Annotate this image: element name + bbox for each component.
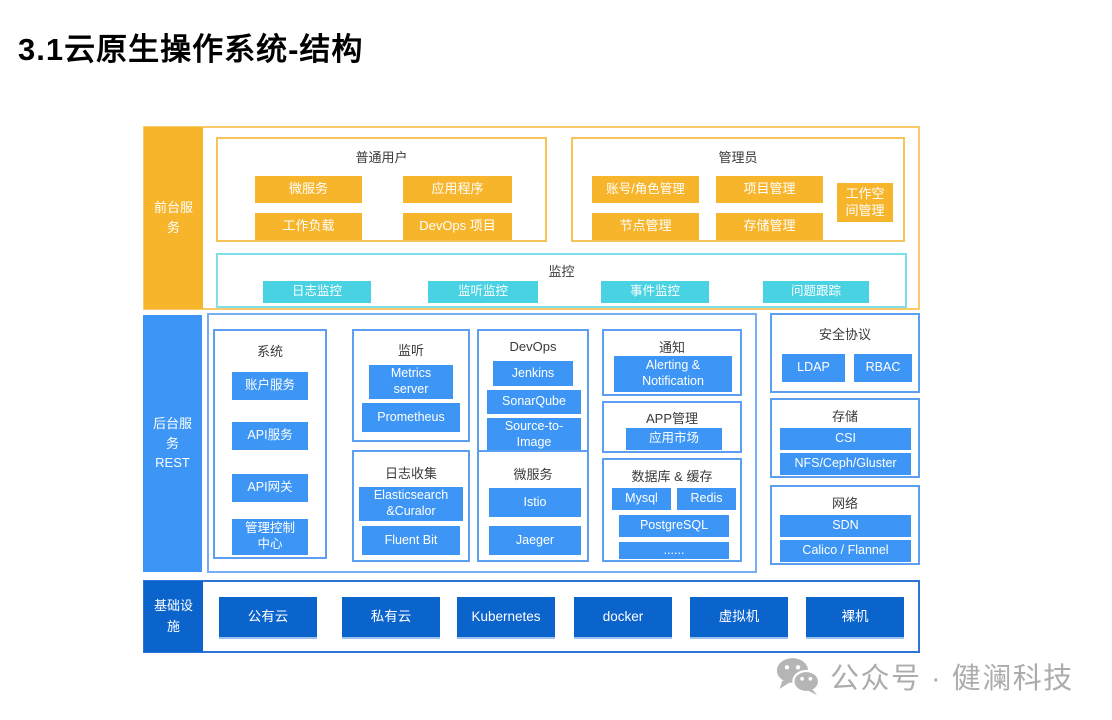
metrics-server-block: Metrics server xyxy=(369,365,453,399)
node-mgmt-block: 节点管理 xyxy=(592,213,699,240)
group-system: 系统 账户服务 API服务 API网关 管理控制中心 xyxy=(213,329,327,559)
group-title: 微服务 xyxy=(513,467,553,482)
ldap-block: LDAP xyxy=(782,354,845,382)
sonarqube-block: SonarQube xyxy=(487,390,581,414)
group-title: 系统 xyxy=(256,344,283,359)
group-app-mgmt: APP管理 应用市场 xyxy=(602,401,742,453)
group-title: 管理员 xyxy=(718,150,758,165)
group-log-collect: 日志收集 Elasticsearch &Curalor Fluent Bit xyxy=(352,450,470,562)
mgmt-console-block: 管理控制中心 xyxy=(232,519,308,555)
frontend-band: 前台服务 普通用户 微服务 应用程序 工作负载 DevOps 项目 管理员 账号… xyxy=(143,126,920,310)
more-block: ...... xyxy=(619,542,729,559)
rbac-block: RBAC xyxy=(854,354,912,382)
redis-block: Redis xyxy=(677,488,736,510)
watermark-text: 公众号 · 健澜科技 xyxy=(830,663,1074,695)
docker-block: docker xyxy=(574,597,672,637)
group-title: 监听 xyxy=(397,343,424,358)
sdn-block: SDN xyxy=(780,515,911,537)
group-title: 安全协议 xyxy=(818,327,871,342)
devops-projects-block: DevOps 项目 xyxy=(403,213,512,240)
group-listen: 监听 Metrics server Prometheus xyxy=(352,329,470,442)
api-gateway-block: API网关 xyxy=(232,474,308,502)
group-title: 监控 xyxy=(548,264,575,279)
calico-flannel-block: Calico / Flannel xyxy=(780,540,911,562)
kubernetes-block: Kubernetes xyxy=(457,597,555,637)
jenkins-block: Jenkins xyxy=(493,361,573,386)
group-monitor: 监控 日志监控 监听监控 事件监控 问题跟踪 xyxy=(216,253,907,308)
alerting-notification-block: Alerting & Notification xyxy=(614,356,732,392)
group-title: APP管理 xyxy=(645,411,698,426)
workspace-mgmt-block: 工作空间管理 xyxy=(837,183,893,222)
account-service-block: 账户服务 xyxy=(232,372,308,400)
group-admin: 管理员 账号/角色管理 项目管理 节点管理 存储管理 工作空间管理 xyxy=(571,137,905,242)
public-cloud-block: 公有云 xyxy=(219,597,317,637)
prometheus-block: Prometheus xyxy=(362,403,460,432)
group-title: 数据库 & 缓存 xyxy=(631,469,713,484)
infrastructure-band: 基础设施 公有云 私有云 Kubernetes docker 虚拟机 裸机 xyxy=(143,580,920,653)
nfs-ceph-gluster-block: NFS/Ceph/Gluster xyxy=(780,453,911,475)
group-title: 通知 xyxy=(658,340,685,355)
fluent-bit-block: Fluent Bit xyxy=(362,526,460,555)
bare-metal-block: 裸机 xyxy=(806,597,904,637)
infrastructure-band-label: 基础设施 xyxy=(144,581,203,652)
workloads-block: 工作负载 xyxy=(255,213,362,240)
backend-band-label: 后台服务 REST xyxy=(143,315,202,572)
event-monitor-block: 事件监控 xyxy=(601,281,709,303)
csi-block: CSI xyxy=(780,428,911,450)
private-cloud-block: 私有云 xyxy=(342,597,440,637)
group-devops: DevOps Jenkins SonarQube Source-to-Image xyxy=(477,329,589,457)
group-normal-user: 普通用户 微服务 应用程序 工作负载 DevOps 项目 xyxy=(216,137,547,242)
source-to-image-block: Source-to-Image xyxy=(487,418,581,452)
wechat-icon xyxy=(776,656,821,696)
mysql-block: Mysql xyxy=(612,488,671,510)
group-title: 网络 xyxy=(831,496,858,511)
elasticsearch-curator-block: Elasticsearch &Curalor xyxy=(359,487,463,521)
group-storage: 存储 CSI NFS/Ceph/Gluster xyxy=(770,398,920,478)
jaeger-block: Jaeger xyxy=(489,526,581,555)
applications-block: 应用程序 xyxy=(403,176,512,203)
frontend-band-label: 前台服务 xyxy=(144,127,203,309)
slide-title: 3.1云原生操作系统-结构 xyxy=(18,32,364,67)
storage-mgmt-block: 存储管理 xyxy=(716,213,823,240)
microservices-block: 微服务 xyxy=(255,176,362,203)
api-service-block: API服务 xyxy=(232,422,308,450)
group-security: 安全协议 LDAP RBAC xyxy=(770,313,920,393)
group-database: 数据库 & 缓存 Mysql Redis PostgreSQL ...... xyxy=(602,458,742,562)
issue-tracking-block: 问题跟踪 xyxy=(763,281,869,303)
vm-block: 虚拟机 xyxy=(690,597,788,637)
group-network: 网络 SDN Calico / Flannel xyxy=(770,485,920,565)
group-title: DevOps xyxy=(509,339,557,354)
group-microservice: 微服务 Istio Jaeger xyxy=(477,450,589,562)
group-notify: 通知 Alerting & Notification xyxy=(602,329,742,396)
app-store-block: 应用市场 xyxy=(626,428,722,450)
listen-monitor-block: 监听监控 xyxy=(428,281,538,303)
project-mgmt-block: 项目管理 xyxy=(716,176,823,203)
group-title: 普通用户 xyxy=(355,150,408,165)
postgresql-block: PostgreSQL xyxy=(619,515,729,537)
watermark: 公众号 · 健澜科技 xyxy=(776,655,1074,697)
account-role-mgmt-block: 账号/角色管理 xyxy=(592,176,699,203)
backend-left-container: 系统 账户服务 API服务 API网关 管理控制中心 监听 Metrics se… xyxy=(207,313,757,573)
group-title: 存储 xyxy=(831,409,858,424)
istio-block: Istio xyxy=(489,488,581,517)
group-title: 日志收集 xyxy=(384,466,437,481)
log-monitor-block: 日志监控 xyxy=(263,281,371,303)
